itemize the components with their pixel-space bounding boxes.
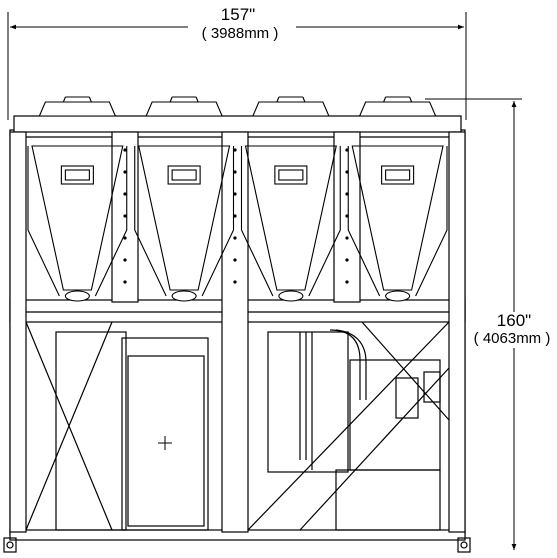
control-plate	[60, 165, 94, 185]
rivet	[233, 236, 237, 240]
fan-guard	[145, 101, 223, 117]
fan-module	[240, 96, 341, 302]
rivet	[233, 258, 237, 262]
rivet	[123, 148, 127, 152]
rivet	[345, 236, 349, 240]
coil-hopper	[351, 145, 444, 291]
fan-motor	[385, 290, 411, 302]
width-imperial-label: 157"	[221, 5, 255, 24]
coil-hopper	[31, 145, 124, 291]
width-metric-label: ( 3988mm )	[202, 25, 279, 42]
control-plate	[167, 165, 201, 185]
rivet	[233, 192, 237, 196]
fan-module	[347, 96, 448, 302]
coil-hopper	[138, 145, 231, 291]
rivet	[345, 148, 349, 152]
fan-module	[134, 96, 235, 302]
width-dimension: 157" ( 3988mm )	[7, 5, 467, 120]
height-dimension: 160" ( 4063mm )	[425, 98, 556, 550]
rivet	[233, 170, 237, 174]
rivet	[345, 280, 349, 284]
height-imperial-label: 160"	[497, 311, 531, 330]
unit-frame	[3, 115, 471, 553]
fan-motor	[64, 290, 90, 302]
rivet	[123, 170, 127, 174]
coil-hopper	[244, 145, 337, 291]
rivet	[123, 236, 127, 240]
door-center-mark	[158, 436, 172, 450]
rivet	[123, 192, 127, 196]
rivet	[233, 280, 237, 284]
fan-guard	[38, 101, 117, 117]
control-plate	[381, 165, 415, 185]
rivet	[123, 280, 127, 284]
rivet	[345, 170, 349, 174]
fan-guard	[252, 101, 330, 117]
rivet	[123, 214, 127, 218]
rivet	[345, 214, 349, 218]
fan-module	[27, 96, 128, 302]
fan-guard	[358, 101, 437, 117]
fan-motor	[278, 290, 304, 302]
rivet	[233, 148, 237, 152]
rivet	[233, 214, 237, 218]
control-plate	[274, 165, 308, 185]
fan-layer	[27, 96, 448, 302]
height-metric-label: ( 4063mm )	[474, 330, 551, 347]
rivet	[345, 258, 349, 262]
fan-motor	[171, 290, 197, 302]
rivet	[345, 192, 349, 196]
rivet	[123, 258, 127, 262]
